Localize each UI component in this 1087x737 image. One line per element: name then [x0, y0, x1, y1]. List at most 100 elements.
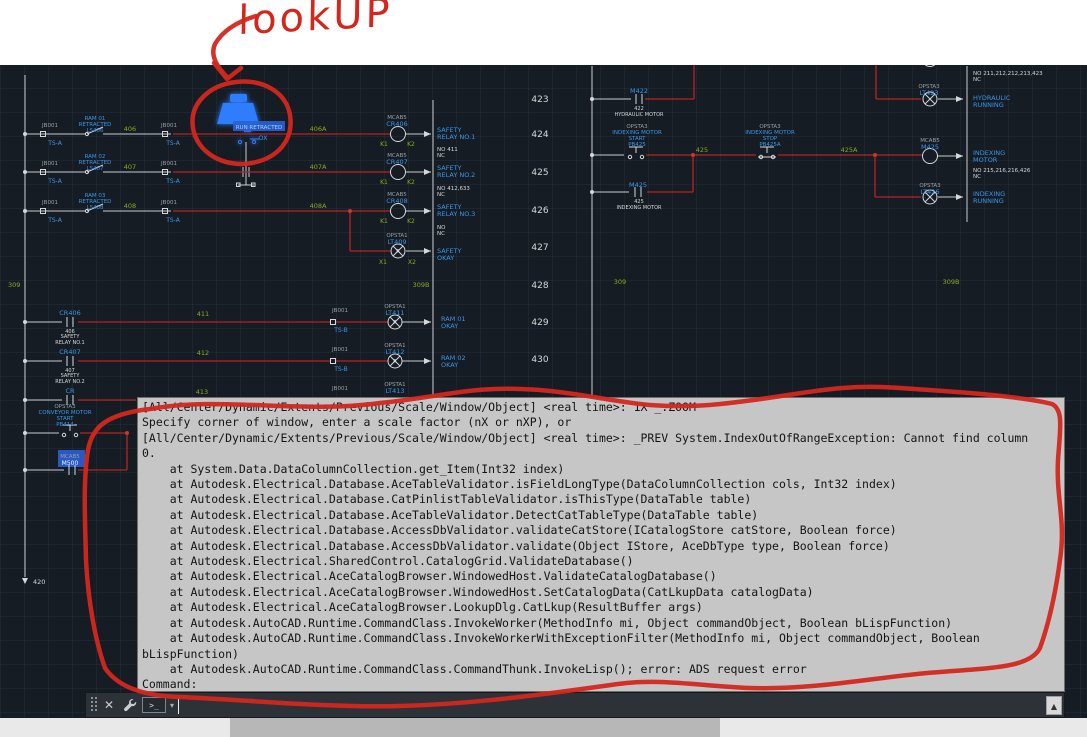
schematic-label: 425 [696, 146, 708, 154]
schematic-label: SAFETY [61, 373, 81, 379]
schematic-label: RAM 01 [85, 116, 106, 122]
terminal-square [40, 169, 46, 175]
schematic-label: SAFETY [437, 203, 462, 211]
schematic-label: K1 [380, 179, 388, 186]
junction-dot [23, 320, 27, 324]
command-prompt-icon[interactable]: >_ [142, 697, 166, 713]
schematic-label: 426 [531, 206, 548, 216]
schematic-label: NC [973, 174, 981, 180]
command-line: at Autodesk.Electrical.Database.AccessDb… [142, 538, 890, 553]
schematic-label: RELAY NO.3 [437, 210, 475, 218]
wire-arrowhead [956, 194, 963, 200]
command-line: bLispFunction) [142, 646, 239, 661]
schematic-label: OPSTA1 [384, 304, 405, 310]
command-line: at Autodesk.Electrical.Database.AccessDb… [142, 523, 897, 538]
schematic-label: OPSTA3 [918, 84, 940, 90]
pilot-light-letter: R [393, 359, 397, 365]
command-line: at Autodesk.AutoCAD.Runtime.CommandClass… [142, 615, 953, 630]
schematic-label: 413 [196, 388, 208, 396]
schematic-label: K1 [380, 218, 388, 225]
schematic-label: 406 [124, 125, 136, 133]
schematic-label: NC [973, 77, 981, 83]
junction-dot [691, 153, 695, 157]
schematic-label: CR407 [386, 158, 407, 166]
schematic-label: MOTOR [973, 156, 998, 164]
command-input[interactable] [182, 695, 1026, 717]
scrollbar-thumb[interactable] [230, 718, 720, 737]
schematic-label: JB001 [160, 200, 177, 206]
wire-arrowhead [424, 169, 431, 175]
junction-dot [873, 153, 877, 157]
schematic-label: SAFETY [437, 247, 462, 255]
command-line: 0. [142, 446, 156, 461]
terminal-square [40, 208, 46, 214]
schematic-label: RAM 01 [441, 315, 466, 323]
schematic-label: INDEXING MOTOR [612, 130, 662, 136]
relay-coil [922, 148, 938, 164]
schematic-label: RAM 03 [85, 193, 106, 199]
schematic-label: LT412 [385, 348, 404, 356]
close-icon[interactable]: ✕ [103, 698, 115, 712]
schematic-label: K1 [380, 141, 388, 148]
wire-arrowhead [424, 358, 431, 364]
wire-arrowhead [956, 96, 963, 102]
chevron-down-icon[interactable]: ▾ [169, 700, 174, 710]
terminal-square [330, 358, 336, 364]
wire-arrowhead [424, 208, 431, 214]
schematic-label: TS-B [333, 366, 348, 373]
schematic-label: START [629, 136, 647, 142]
schematic-label: RETRACTED [79, 199, 112, 205]
schematic-label: 408A [310, 202, 327, 210]
schematic-label: INDEXING [973, 149, 1005, 157]
schematic-label: MCAB5 [387, 153, 407, 159]
schematic-label: X1 [379, 259, 387, 266]
schematic-label: SAFETY [61, 334, 81, 340]
command-line: at Autodesk.AutoCAD.Runtime.CommandClass… [142, 631, 980, 646]
header-strip: lookUP [0, 0, 1087, 65]
pilot-light-x [924, 191, 936, 203]
selected-valve-symbol[interactable] [217, 94, 259, 145]
terminal-square [40, 131, 46, 137]
schematic-label: 309 [614, 278, 626, 286]
relay-coil [924, 65, 936, 67]
command-line: at Autodesk.Electrical.Database.CatPinli… [142, 492, 752, 507]
selection-highlight [58, 450, 85, 467]
drag-grip-handle[interactable] [88, 693, 100, 717]
schematic-label: K2 [407, 141, 415, 148]
relay-coil [390, 126, 406, 142]
schematic-label: JB001 [160, 123, 177, 129]
terminal-square [162, 131, 168, 137]
scroll-up-button[interactable]: ▲ [1046, 696, 1062, 715]
schematic-label: 407 [124, 163, 136, 171]
schematic-label: HYDRAULIC MOTOR [614, 112, 664, 118]
limit-switch-arm [86, 164, 104, 173]
schematic-label: LS406 [86, 128, 104, 134]
schematic-label: TS-B [333, 327, 348, 334]
junction-dot [23, 431, 27, 435]
schematic-label: OPSTA3 [919, 183, 941, 189]
wire-arrowhead [424, 131, 431, 137]
junction-dot [23, 398, 27, 402]
junction-dot [590, 153, 594, 157]
schematic-label: OKAY [441, 361, 458, 369]
wire-arrowhead [424, 248, 431, 254]
schematic-label: RUNNING [973, 101, 1004, 109]
junction-dot [23, 468, 27, 472]
terminal-square [162, 208, 168, 214]
schematic-label: 425 [531, 168, 548, 178]
command-history-window[interactable]: [All/Center/Dynamic/Extents/Previous/Sca… [137, 397, 1065, 692]
schematic-label: 423 [531, 95, 548, 105]
grip-dots-icon [90, 697, 97, 711]
horizontal-scrollbar[interactable] [0, 718, 1087, 737]
schematic-label: RUNNING [973, 197, 1004, 205]
limit-switch-arm [86, 126, 104, 135]
schematic-label: TS-A [47, 217, 63, 224]
limit-switch [84, 208, 90, 214]
schematic-label: LT409 [387, 238, 406, 246]
schematic-label: 309B [413, 281, 430, 289]
schematic-label: PB425A [759, 142, 781, 148]
wrench-icon[interactable] [120, 693, 138, 717]
schematic-label: 412 [197, 349, 209, 357]
relay-coil [390, 164, 406, 180]
